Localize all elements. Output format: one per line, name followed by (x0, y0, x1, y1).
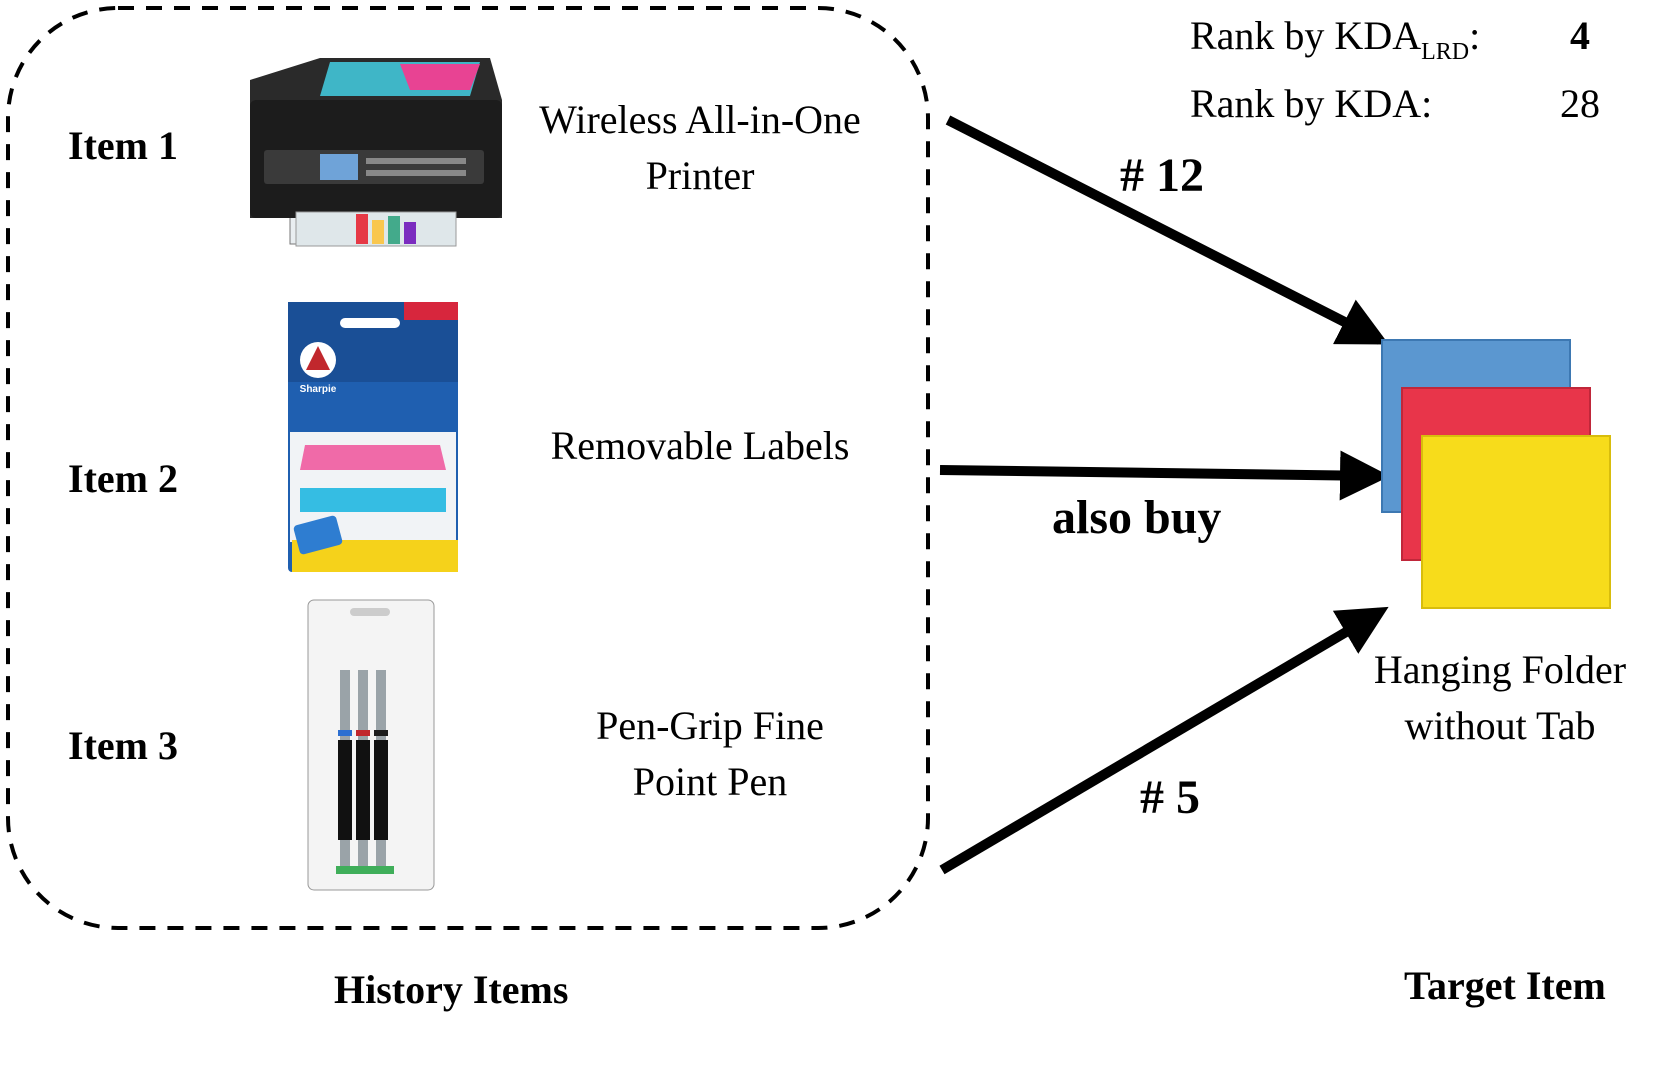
item-3-label: Item 3 (68, 723, 178, 768)
item-2-description: Removable Labels (510, 418, 890, 474)
arrow-item1-to-target (945, 115, 1389, 345)
arrow-item3-to-target (939, 606, 1389, 875)
target-description-line-1: Hanging Folder (1373, 647, 1627, 692)
rank-lrd-subscript: LRD (1421, 39, 1470, 65)
note-tabs-image: Sharpie (288, 302, 458, 572)
item-1-description: Wireless All-in-One Printer (510, 92, 890, 204)
item-1-description-line-2: Printer (645, 153, 755, 198)
rank-lrd-label: Rank by KDALRD: (1190, 13, 1481, 65)
rank-kda-value: 28 (1560, 81, 1600, 126)
pen-pack-image (307, 599, 435, 891)
printer-image (250, 58, 502, 247)
edge-label-middle: also buy (1052, 491, 1222, 544)
history-items-title: History Items (334, 967, 569, 1012)
rank-kda-label: Rank by KDA: (1190, 81, 1433, 126)
edge-label-top: # 12 (1120, 149, 1204, 202)
arrow-item2-to-target (939, 450, 1390, 501)
item-1-label: Item 1 (68, 123, 178, 168)
item-1-description-line-1: Wireless All-in-One (539, 97, 861, 142)
item-3-description-line-2: Point Pen (632, 759, 788, 804)
target-item-title: Target Item (1404, 963, 1606, 1008)
history-container (6, 6, 930, 930)
item-2-description-line-1: Removable Labels (550, 423, 850, 468)
item-2-label: Item 2 (68, 456, 178, 501)
target-description-line-2: without Tab (1404, 703, 1596, 748)
item-3-description: Pen-Grip Fine Point Pen (520, 698, 900, 810)
note-tabs-brand: Sharpie (300, 384, 337, 395)
rank-lrd-value: 4 (1570, 13, 1590, 58)
hanging-folder-image (1381, 339, 1611, 609)
target-description: Hanging Folder without Tab (1350, 642, 1650, 754)
item-3-description-line-1: Pen-Grip Fine (596, 703, 824, 748)
edge-label-bottom: # 5 (1140, 771, 1200, 824)
